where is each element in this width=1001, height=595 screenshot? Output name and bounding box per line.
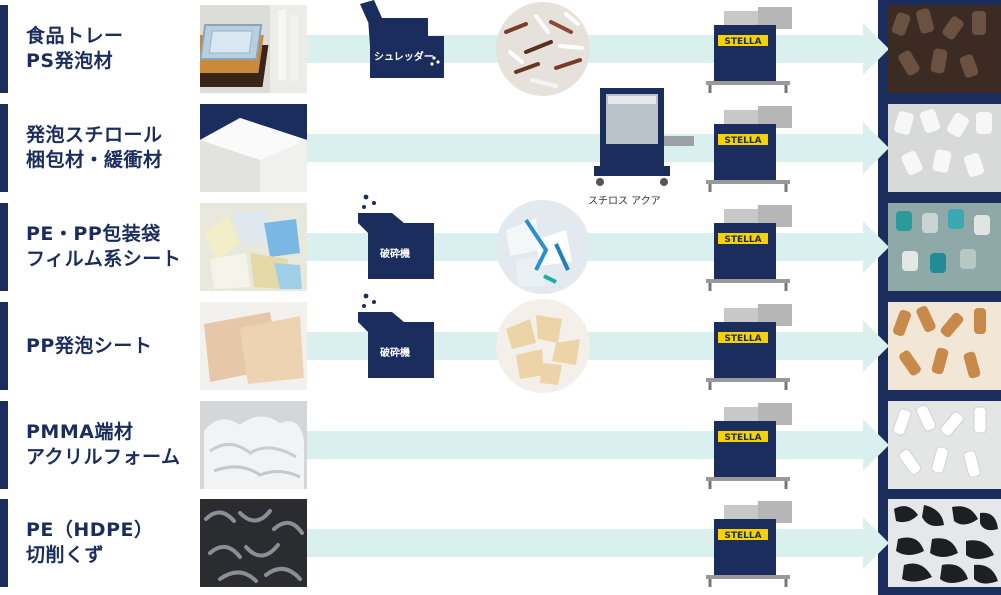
machine-label: シュレッダー bbox=[374, 50, 434, 63]
shredded-flakes-photo bbox=[496, 2, 590, 96]
stella-machine: STELLA bbox=[706, 205, 792, 291]
process-row-hdpe: PE（HDPE） 切削くず STELLA bbox=[0, 499, 1001, 587]
shredder-icon: シュレッダー bbox=[360, 0, 444, 78]
material-photo-plastic-bags bbox=[200, 203, 307, 291]
process-row-food-tray: 食品トレー PS発泡材 シュレッダー bbox=[0, 0, 1001, 96]
stella-machine: STELLA bbox=[706, 403, 792, 489]
row-marker bbox=[0, 104, 8, 192]
material-photo-pp-foam-sheet bbox=[200, 302, 307, 390]
material-name-line2: PS発泡材 bbox=[26, 50, 114, 72]
styros-aqua-machine bbox=[594, 88, 694, 186]
crushed-film-photo bbox=[496, 200, 590, 294]
styros-aqua-label: スチロス アクア bbox=[588, 196, 661, 207]
material-label: PE（HDPE） 切削くず bbox=[26, 499, 196, 587]
flow-arrow bbox=[307, 419, 889, 471]
stella-logo-text: STELLA bbox=[724, 136, 761, 146]
material-name-line1: PP発泡シート bbox=[26, 334, 153, 357]
material-photo-styrofoam bbox=[200, 104, 307, 192]
material-name-line1: PMMA端材 bbox=[26, 421, 134, 443]
process-row-pe-pp-bags: PE・PP包装袋 フィルム系シート 破砕機 bbox=[0, 194, 1001, 294]
stella-machine: STELLA bbox=[706, 7, 792, 93]
stella-machine: STELLA bbox=[706, 501, 792, 587]
row-marker bbox=[0, 302, 8, 390]
material-label: PMMA端材 アクリルフォーム bbox=[26, 401, 196, 489]
stella-logo-text: STELLA bbox=[724, 433, 761, 443]
crusher-icon: 破砕機 bbox=[358, 194, 434, 279]
stella-logo-text: STELLA bbox=[724, 235, 761, 245]
flow-arrow bbox=[307, 517, 889, 569]
row-marker bbox=[0, 5, 8, 93]
material-name-line1: PE・PP包装袋 bbox=[26, 223, 161, 245]
row-marker bbox=[0, 499, 8, 587]
material-name-line1: 発泡スチロール bbox=[26, 124, 163, 146]
material-photo-food-tray bbox=[200, 5, 307, 93]
stella-machine: STELLA bbox=[706, 106, 792, 192]
material-name-line2: 切削くず bbox=[26, 544, 105, 566]
process-row-pp-foam-sheet: PP発泡シート 破砕機 bbox=[0, 293, 1001, 393]
material-label: 発泡スチロール 梱包材・緩衝材 bbox=[26, 104, 196, 192]
material-label: PE・PP包装袋 フィルム系シート bbox=[26, 203, 196, 291]
stella-machine: STELLA bbox=[706, 304, 792, 390]
material-name-line1: 食品トレー bbox=[26, 25, 124, 47]
material-name-line2: フィルム系シート bbox=[26, 248, 182, 270]
pellet-result-photo bbox=[888, 5, 1001, 93]
row-marker bbox=[0, 203, 8, 291]
pellet-result-photo bbox=[888, 401, 1001, 489]
pellet-result-photo bbox=[888, 302, 1001, 390]
result-frame bbox=[878, 0, 1001, 595]
crusher-icon: 破砕機 bbox=[358, 293, 434, 378]
stella-logo-text: STELLA bbox=[724, 334, 761, 344]
pellet-result-photo bbox=[888, 203, 1001, 291]
pellet-result-photo bbox=[888, 499, 1001, 587]
material-name-line1: PE（HDPE） bbox=[26, 519, 154, 541]
row-marker bbox=[0, 401, 8, 489]
material-photo-pmma-scraps bbox=[200, 401, 307, 489]
material-label: 食品トレー PS発泡材 bbox=[26, 5, 196, 93]
stella-logo-text: STELLA bbox=[724, 37, 761, 47]
crushed-foam-photo bbox=[496, 299, 590, 393]
material-name-line2: アクリルフォーム bbox=[26, 446, 181, 468]
process-row-pmma: PMMA端材 アクリルフォーム STELLA bbox=[0, 401, 1001, 489]
material-name-line2: 梱包材・緩衝材 bbox=[26, 149, 163, 171]
material-photo-hdpe-chips bbox=[200, 499, 307, 587]
machine-label: 破砕機 bbox=[380, 247, 410, 260]
machine-label: 破砕機 bbox=[380, 346, 410, 359]
pellet-result-photo bbox=[888, 104, 1001, 192]
material-label: PP発泡シート bbox=[26, 302, 196, 390]
stella-logo-text: STELLA bbox=[724, 531, 761, 541]
process-row-styrofoam: 発泡スチロール 梱包材・緩衝材 STELLA bbox=[0, 104, 1001, 192]
